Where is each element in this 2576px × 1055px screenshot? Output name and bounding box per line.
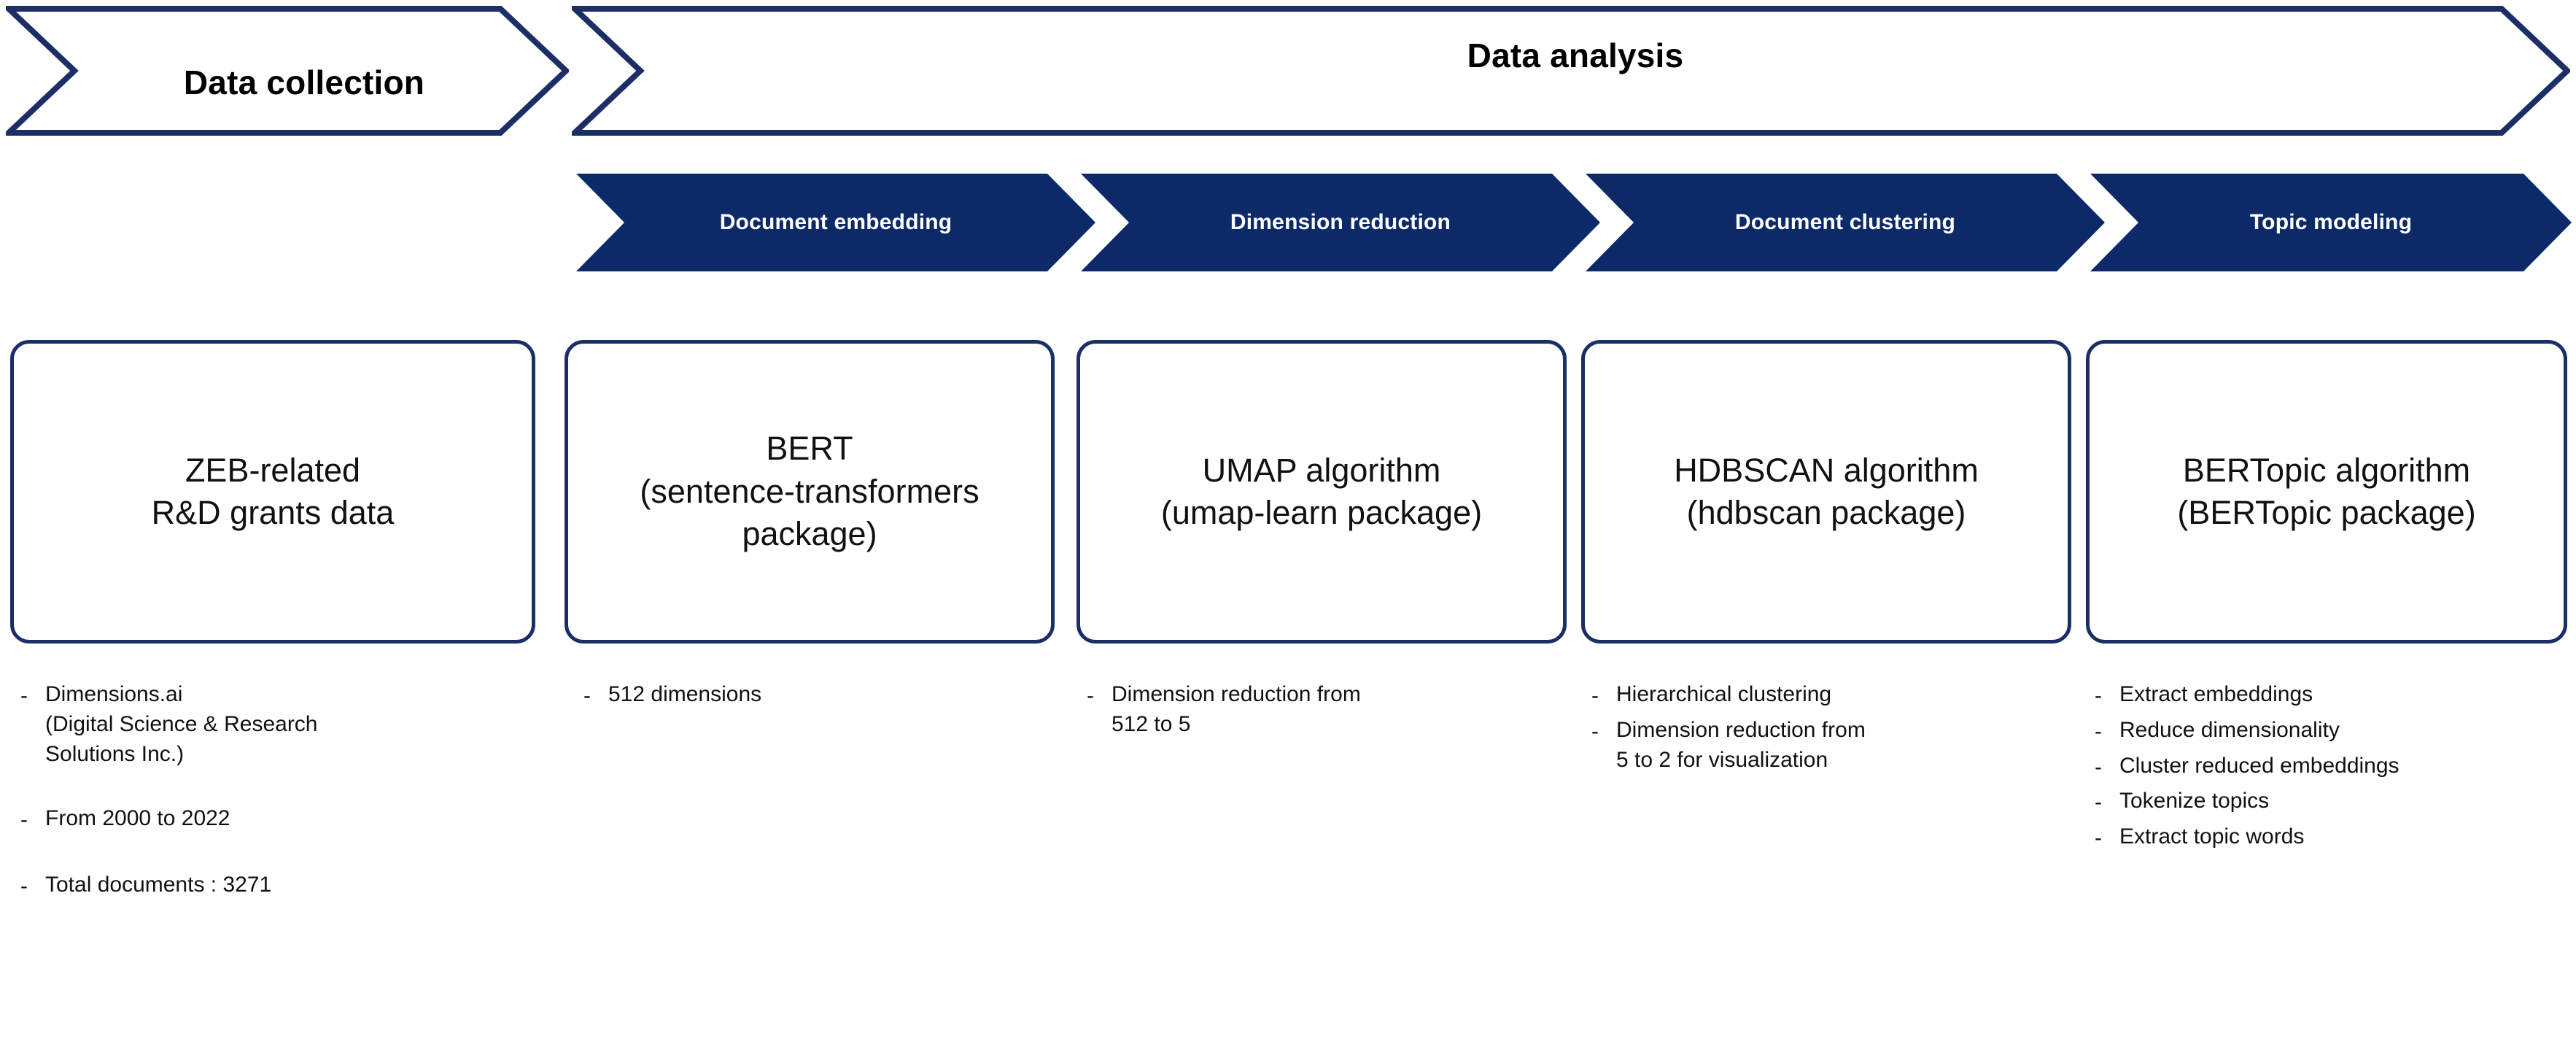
- chevron-filled-shape: [1081, 174, 1600, 271]
- tool-box-bertopic[interactable]: BERTopic algorithm (BERTopic package): [2086, 340, 2567, 644]
- list-item: - Extract topic words: [2095, 822, 2576, 854]
- bullet-dash-icon: -: [20, 874, 28, 899]
- tool-box-bert[interactable]: BERT (sentence-transformers package): [565, 340, 1055, 644]
- tool-box-line: R&D grants data: [151, 494, 395, 531]
- bullet-dash-icon: -: [1591, 719, 1599, 743]
- bullet-dash-icon: -: [1087, 684, 1094, 708]
- list-item: - Total documents : 3271: [20, 870, 531, 902]
- phase-chevron-data-collection[interactable]: Data collection: [6, 6, 569, 136]
- list-item: - Hierarchical clustering: [1591, 680, 2073, 711]
- bullet-dash-icon: -: [20, 808, 28, 832]
- step-chevron-dimension-reduction[interactable]: Dimension reduction: [1081, 174, 1600, 271]
- bullet-dash-icon: -: [583, 684, 591, 708]
- chevron-outline-shape: [572, 6, 2570, 136]
- bullet-dash-icon: -: [1591, 684, 1599, 708]
- bullet-list-data-source: - Dimensions.ai(Digital Science & Resear…: [20, 680, 531, 906]
- phase-label-data-analysis: Data analysis: [1467, 36, 1684, 74]
- tool-box-line: ZEB-related: [185, 451, 361, 489]
- chevron-outline-shape: [6, 6, 569, 136]
- bullet-dash-icon: -: [2095, 684, 2102, 708]
- step-chevron-document-embedding[interactable]: Document embedding: [576, 174, 1095, 271]
- step-chevron-document-clustering[interactable]: Document clustering: [1586, 174, 2105, 271]
- list-item: - Tokenize topics: [2095, 787, 2576, 818]
- bullet-list-hdbscan: - Hierarchical clustering - Dimension re…: [1591, 680, 2073, 779]
- tool-box-hdbscan[interactable]: HDBSCAN algorithm (hdbscan package): [1581, 340, 2071, 644]
- phase-label-data-collection: Data collection: [183, 63, 425, 101]
- bullet-list-bert: - 512 dimensions: [583, 680, 1058, 716]
- list-item: - Reduce dimensionality: [2095, 716, 2576, 747]
- tool-box-line: BERT: [766, 430, 853, 468]
- tool-box-line: BERTopic algorithm: [2182, 451, 2471, 489]
- tool-box-data-source[interactable]: ZEB-related R&D grants data: [10, 340, 535, 644]
- step-label-document-embedding: Document embedding: [719, 210, 953, 234]
- bullet-dash-icon: -: [2095, 790, 2102, 815]
- tool-box-line: UMAP algorithm: [1202, 451, 1441, 489]
- bullet-text: From 2000 to 2022: [45, 806, 230, 831]
- chevron-filled-shape: [576, 174, 1095, 271]
- bullet-text: Extract embeddings: [2119, 682, 2313, 706]
- step-label-document-clustering: Document clustering: [1734, 210, 1956, 234]
- bullet-text: Cluster reduced embeddings: [2119, 753, 2400, 778]
- bullet-list-bertopic: - Extract embeddings - Reduce dimensiona…: [2095, 680, 2576, 858]
- chevron-filled-shape: [1586, 174, 2105, 271]
- step-label-dimension-reduction: Dimension reduction: [1230, 210, 1451, 234]
- tool-box-umap[interactable]: UMAP algorithm (umap-learn package): [1076, 340, 1567, 644]
- phase-chevron-row: Data collection Data analysis: [0, 0, 2576, 142]
- bullet-text: Reduce dimensionality: [2119, 717, 2340, 742]
- step-label-topic-modeling: Topic modeling: [2249, 210, 2413, 234]
- bullet-text: Tokenize topics: [2119, 789, 2270, 814]
- list-item: - Cluster reduced embeddings: [2095, 751, 2576, 783]
- tool-box-line: (hdbscan package): [1686, 494, 1966, 531]
- list-item: - 512 dimensions: [583, 680, 1058, 711]
- bullet-dash-icon: -: [2095, 826, 2102, 851]
- bullet-text: Dimensions.ai(Digital Science & Research…: [45, 682, 318, 766]
- bullet-list-row: - Dimensions.ai(Digital Science & Resear…: [0, 680, 2576, 1055]
- bullet-text: Extract topic words: [2119, 824, 2305, 849]
- bullet-dash-icon: -: [2095, 754, 2102, 779]
- list-item: - Extract embeddings: [2095, 680, 2576, 711]
- bullet-text: Total documents : 3271: [45, 873, 272, 897]
- tool-box-line: (umap-learn package): [1160, 494, 1483, 531]
- tool-box-line: package): [742, 515, 877, 553]
- list-item: - Dimensions.ai(Digital Science & Resear…: [20, 680, 531, 769]
- step-chevron-topic-modeling[interactable]: Topic modeling: [2090, 174, 2572, 271]
- tool-box-row: ZEB-related R&D grants data BERT (senten…: [0, 340, 2576, 644]
- chevron-filled-shape: [2090, 174, 2572, 271]
- bullet-text: Hierarchical clustering: [1616, 682, 1832, 706]
- tool-box-line: (sentence-transformers: [640, 472, 979, 510]
- step-chevron-row: Document embedding Dimension reduction D…: [0, 174, 2576, 271]
- bullet-dash-icon: -: [2095, 719, 2102, 743]
- tool-box-line: HDBSCAN algorithm: [1674, 451, 1979, 489]
- list-item: - From 2000 to 2022: [20, 804, 531, 835]
- tool-box-line: (BERTopic package): [2177, 494, 2476, 531]
- bullet-text: 512 dimensions: [608, 682, 762, 706]
- phase-chevron-data-analysis[interactable]: Data analysis: [572, 6, 2570, 136]
- bullet-dash-icon: -: [20, 684, 28, 708]
